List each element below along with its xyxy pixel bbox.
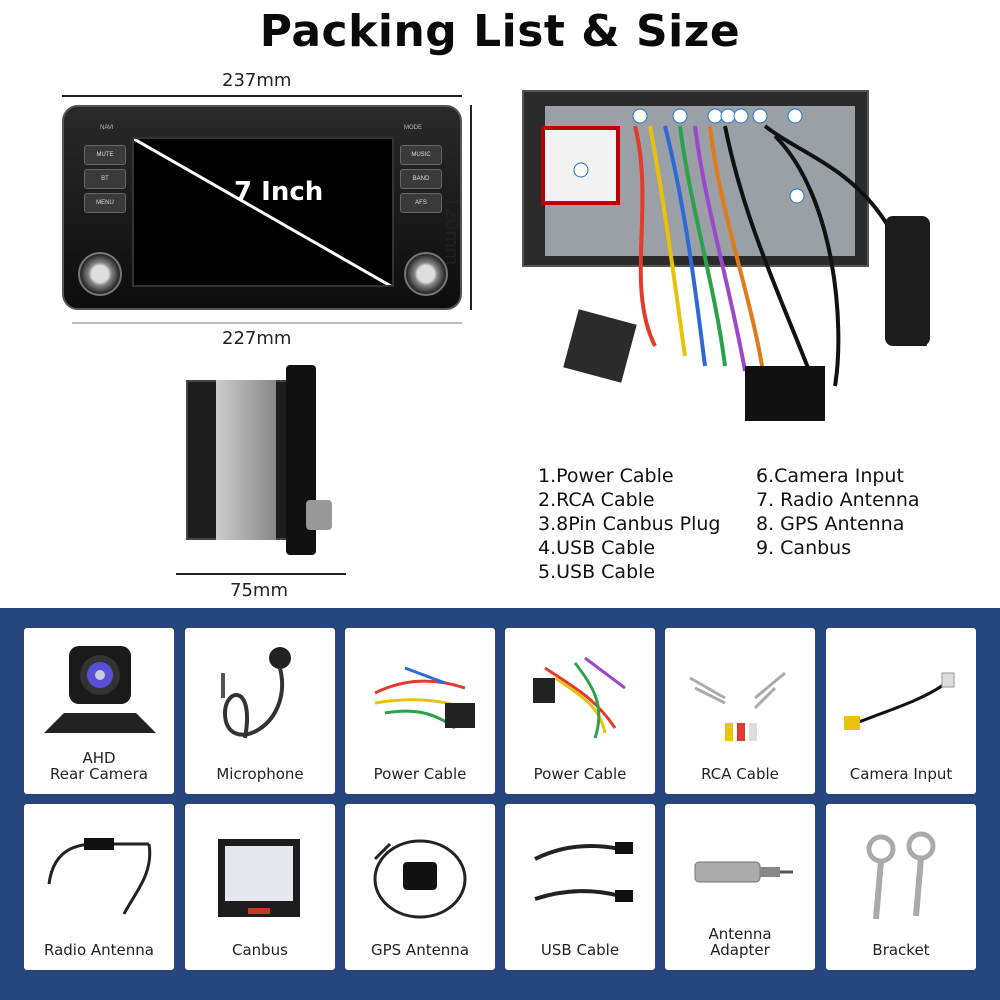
accessory-card-bracket: Bracket [826, 804, 976, 970]
music-button: MUSIC [400, 145, 442, 165]
left-volume-knob [78, 252, 122, 296]
band-button: BAND [400, 169, 442, 189]
accessory-label-line1: Antenna [708, 925, 772, 943]
left-button-stack: MUTE BT MENU [84, 145, 126, 213]
accessory-label: Radio Antenna [43, 941, 154, 959]
canbus-icon [218, 839, 300, 917]
accessory-label: Canbus [231, 941, 288, 959]
camera-icon [44, 646, 156, 733]
accessory-label: Power Cable [373, 765, 467, 783]
spec-item: 8. GPS Antenna [756, 513, 905, 535]
height-line [470, 105, 472, 310]
accessories-panel: AHD Rear Camera Microphone Power Cable [0, 608, 1000, 1000]
accessory-label: AHD Rear Camera [24, 750, 174, 782]
accessory-label: RCA Cable [701, 765, 779, 783]
accessory-label-line2: Rear Camera [50, 765, 148, 783]
accessory-label: GPS Antenna [370, 941, 470, 959]
right-button-stack: MUSIC BAND AFS [400, 145, 442, 213]
spec-item: 3.8Pin Canbus Plug [538, 513, 721, 535]
power-cable-icon [374, 666, 475, 730]
wiring-harness-illustration [522, 90, 930, 421]
accessory-card-microphone: Microphone [185, 628, 335, 794]
depth-line [176, 573, 346, 575]
gps-antenna-block [745, 366, 825, 421]
accessory-label: Antenna Adapter [665, 926, 815, 958]
accessory-label: Camera Input [849, 765, 953, 783]
navi-label: NAVI [100, 125, 114, 131]
accessory-card-camera-input: Camera Input [826, 628, 976, 794]
mute-button: MUTE [84, 145, 126, 165]
head-unit-side-view [176, 360, 346, 560]
bt-button: BT [84, 169, 126, 189]
usb-cable-icon [534, 842, 633, 902]
accessory-label: Power Cable [533, 765, 627, 783]
right-tune-knob [404, 252, 448, 296]
power-cable-icon [533, 656, 626, 739]
accessory-card-rca-cable: RCA Cable [665, 628, 815, 794]
spec-item: 4.USB Cable [538, 537, 656, 559]
accessory-card-power-cable-2: Power Cable [505, 628, 655, 794]
microphone-icon [221, 647, 291, 739]
antenna-adapter-icon [694, 861, 793, 883]
accessory-card-gps-antenna: GPS Antenna [345, 804, 495, 970]
accessory-label: Bracket [872, 941, 930, 959]
accessory-label: USB Cable [540, 941, 620, 959]
page-title: Packing List & Size [259, 6, 741, 57]
radio-antenna-module [885, 216, 930, 346]
accessory-label-line1: AHD [82, 749, 116, 767]
accessory-card-radio-antenna: Radio Antenna [24, 804, 174, 970]
side-metal-plate [216, 380, 276, 540]
radio-antenna-icon [47, 838, 152, 915]
mode-label: MODE [404, 125, 422, 131]
rca-cable-icon [689, 671, 786, 741]
depth-label: 75mm [230, 580, 288, 601]
spec-item: 6.Camera Input [756, 465, 904, 487]
spec-list-right: 6.Camera Input 7. Radio Antenna 8. GPS A… [756, 464, 920, 560]
bracket-icon [866, 831, 936, 920]
afs-button: AFS [400, 193, 442, 213]
accessory-card-canbus: Canbus [185, 804, 335, 970]
accessory-card-rear-camera: AHD Rear Camera [24, 628, 174, 794]
accessory-label: Microphone [216, 765, 304, 783]
spec-list-left: 1.Power Cable 2.RCA Cable 3.8Pin Canbus … [538, 464, 720, 584]
gps-antenna-icon [373, 839, 467, 919]
display-screen: 7 Inch [132, 137, 394, 287]
accessory-card-usb-cable: USB Cable [505, 804, 655, 970]
spec-item: 2.RCA Cable [538, 489, 655, 511]
bottom-width-label: 227mm [222, 328, 292, 349]
accessory-card-antenna-adapter: Antenna Adapter [665, 804, 815, 970]
accessory-label-line2: Adapter [710, 941, 770, 959]
head-unit-front: NAVI MODE MUTE BT MENU MUSIC BAND AFS 7 … [62, 105, 462, 310]
height-label: 120mm [441, 196, 462, 266]
camera-input-icon [844, 672, 955, 730]
top-width-label: 237mm [222, 70, 292, 91]
screen-size-label: 7 Inch [234, 177, 324, 207]
bottom-width-line [72, 322, 462, 324]
canbus-plug [563, 309, 637, 383]
diagonal-line [134, 139, 392, 285]
side-knob [306, 500, 332, 530]
accessory-card-power-cable: Power Cable [345, 628, 495, 794]
spec-item: 1.Power Cable [538, 465, 674, 487]
spec-item: 7. Radio Antenna [756, 489, 920, 511]
menu-button: MENU [84, 193, 126, 213]
top-width-line [62, 95, 462, 97]
spec-item: 5.USB Cable [538, 561, 656, 583]
spec-item: 9. Canbus [756, 537, 852, 559]
